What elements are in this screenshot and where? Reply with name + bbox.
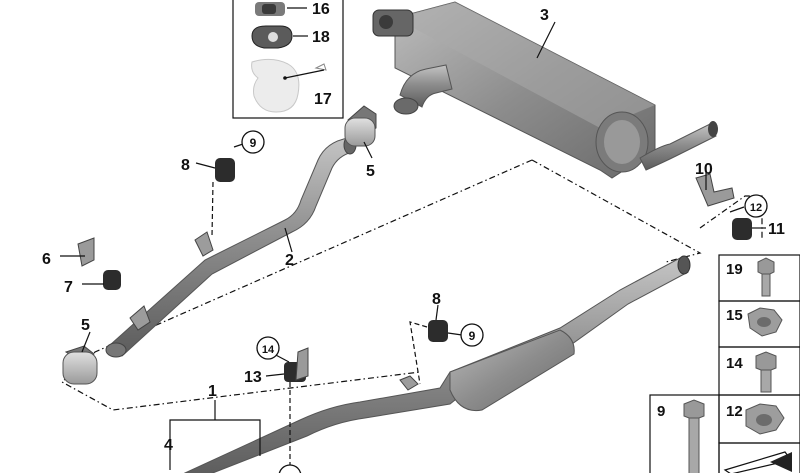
callout-circles bbox=[241, 130, 768, 473]
rubber-mount-icon bbox=[103, 270, 121, 290]
label-2: 2 bbox=[285, 252, 294, 269]
label-15: 15 bbox=[726, 307, 743, 324]
label-17: 17 bbox=[314, 91, 332, 108]
label-14-circled: 14 bbox=[262, 344, 275, 356]
parts-table bbox=[649, 254, 800, 473]
label-3: 3 bbox=[540, 7, 549, 24]
clamp-icon bbox=[62, 345, 98, 385]
label-5-left: 5 bbox=[81, 317, 90, 334]
rear-muffler-icon bbox=[372, 1, 718, 179]
label-9-circled-mid: 9 bbox=[469, 329, 476, 343]
leader-lines bbox=[60, 21, 766, 470]
bolt-icon bbox=[757, 257, 775, 297]
label-9: 9 bbox=[657, 403, 665, 420]
rubber-mount-icon bbox=[255, 2, 285, 16]
inset-box bbox=[232, 0, 344, 119]
label-8-top: 8 bbox=[181, 157, 190, 174]
label-12: 12 bbox=[726, 403, 743, 420]
label-7: 7 bbox=[64, 279, 73, 296]
label-9-circled: 9 bbox=[250, 136, 257, 150]
label-4: 4 bbox=[164, 437, 173, 454]
label-13: 13 bbox=[244, 369, 262, 386]
label-11: 11 bbox=[768, 221, 785, 238]
rubber-mount-icon bbox=[428, 320, 448, 342]
wedge-fill-icon bbox=[770, 452, 792, 472]
label-18: 18 bbox=[312, 29, 330, 46]
bracket-icon bbox=[77, 173, 735, 381]
nut-icon bbox=[745, 403, 785, 435]
label-5-top: 5 bbox=[366, 163, 375, 180]
rubber-mount-icon bbox=[732, 218, 752, 240]
bolt-icon bbox=[683, 399, 705, 473]
heat-shield-icon bbox=[251, 58, 327, 113]
label-16: 16 bbox=[312, 1, 330, 18]
nut-icon bbox=[747, 307, 783, 337]
clamp-icon bbox=[344, 105, 377, 147]
label-6: 6 bbox=[42, 251, 51, 268]
bolt-icon bbox=[755, 351, 777, 393]
rubber-mount-icon bbox=[215, 158, 235, 182]
front-pipe-icon bbox=[183, 255, 691, 473]
label-8-mid: 8 bbox=[432, 291, 441, 308]
gasket-icon bbox=[251, 25, 293, 49]
label-1: 1 bbox=[208, 383, 217, 400]
label-14: 14 bbox=[726, 355, 743, 372]
label-12-circled: 12 bbox=[750, 202, 762, 214]
label-19: 19 bbox=[726, 261, 743, 278]
label-10: 10 bbox=[695, 161, 713, 178]
